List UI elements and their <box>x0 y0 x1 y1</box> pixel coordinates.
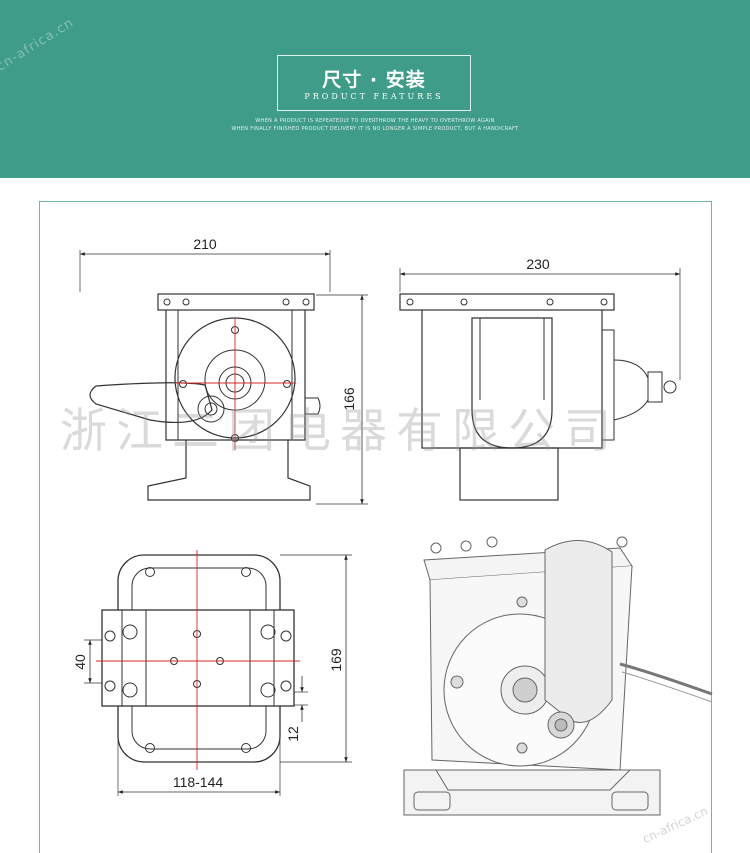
tagline-line-2: WHEN FINALLY FINISHED PRODUCT DELIVERY I… <box>231 126 519 132</box>
section-subtitle: PRODUCT FEATURES <box>304 92 444 101</box>
product-sketch <box>403 536 713 816</box>
dim-hole-spacing: 40 <box>72 654 88 670</box>
section-title-box: 尺寸 · 安装 PRODUCT FEATURES <box>277 55 471 111</box>
dim-front-height: 166 <box>341 387 357 411</box>
dim-side-width: 230 <box>526 256 550 272</box>
dim-base-height: 169 <box>328 648 344 672</box>
front-view-drawing <box>79 250 368 505</box>
tagline-line-1: WHEN A PRODUCT IS REPEATEDLY TO OVERTHRO… <box>255 118 495 124</box>
header-banner: cn-africa.cn 尺寸 · 安装 PRODUCT FEATURES WH… <box>0 0 750 178</box>
dim-base-width: 118-144 <box>173 774 224 790</box>
base-view-drawing <box>84 550 352 796</box>
dim-front-width: 210 <box>193 236 217 252</box>
drawing-frame <box>39 201 712 853</box>
dim-base-offset: 12 <box>285 726 301 742</box>
section-title: 尺寸 · 安装 <box>322 69 426 91</box>
company-watermark: 浙江二团电器有限公司 <box>60 404 620 459</box>
side-view-drawing <box>399 268 681 501</box>
